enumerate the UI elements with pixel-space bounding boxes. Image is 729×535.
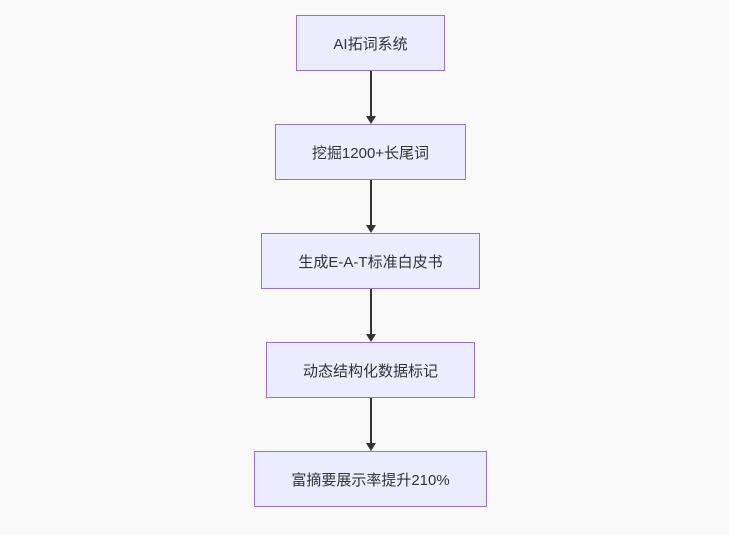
edge-line	[369, 398, 372, 443]
flow-node-label: AI拓词系统	[333, 35, 408, 53]
edge-line	[369, 71, 372, 116]
flow-node-eat-whitepaper: 生成E-A-T标准白皮书	[261, 233, 480, 289]
flow-node-label: 动态结构化数据标记	[302, 362, 438, 380]
flow-node-structured-data: 动态结构化数据标记	[265, 342, 475, 398]
flowchart-column: AI拓词系统 挖掘1200+长尾词 生成E-A-T标准白皮书 动态结构化数据标记	[6, 15, 729, 507]
flow-node-rich-snippet-result: 富摘要展示率提升210%	[254, 451, 487, 507]
edge-line	[369, 289, 372, 334]
flow-node-longtail-keywords: 挖掘1200+长尾词	[274, 124, 467, 180]
flow-node-ai-expansion: AI拓词系统	[296, 15, 445, 71]
flow-edge-4	[365, 398, 376, 451]
flow-edge-3	[365, 289, 376, 342]
flow-node-label: 挖掘1200+长尾词	[311, 144, 430, 162]
arrow-down-icon	[365, 225, 376, 233]
arrow-down-icon	[365, 334, 376, 342]
flow-edge-2	[365, 180, 376, 233]
flow-node-label: 富摘要展示率提升210%	[291, 471, 450, 489]
arrow-down-icon	[365, 116, 376, 124]
flow-edge-1	[365, 71, 376, 124]
edge-line	[369, 180, 372, 225]
arrow-down-icon	[365, 443, 376, 451]
flow-node-label: 生成E-A-T标准白皮书	[298, 253, 443, 271]
